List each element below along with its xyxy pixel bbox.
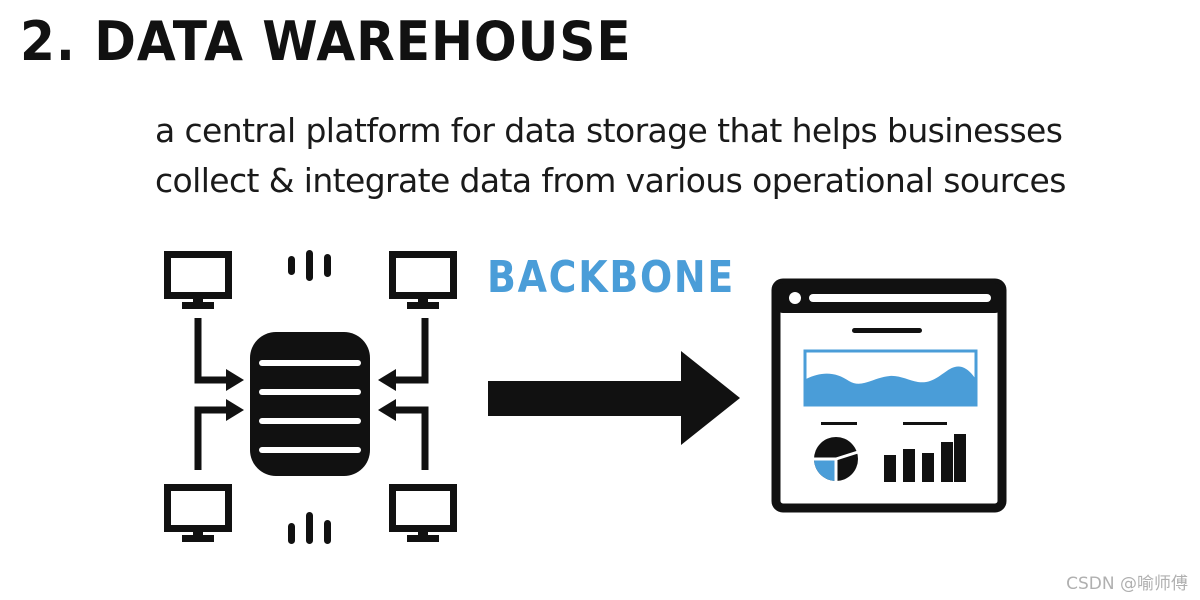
monitor-icon xyxy=(164,484,232,542)
pie-chart-icon xyxy=(814,437,859,481)
decorative-bars-top xyxy=(288,250,331,281)
dashboard-heading-bar xyxy=(852,328,922,333)
watermark: CSDN @喻师傅 xyxy=(1066,574,1188,594)
arrow-right-icon xyxy=(488,351,740,445)
description-line-1: a central platform for data storage that… xyxy=(155,111,1063,150)
connector-arrow-bottom-right xyxy=(378,399,429,470)
connector-arrow-top-left xyxy=(194,318,244,391)
bar-chart-icon xyxy=(884,434,966,482)
page-title: 2. DATA WAREHOUSE xyxy=(20,10,632,73)
dashboard-browser-icon xyxy=(771,278,1007,513)
browser-dot-icon xyxy=(789,292,801,304)
area-chart-icon xyxy=(803,349,978,407)
connector-arrow-top-right xyxy=(378,318,429,391)
description: a central platform for data storage that… xyxy=(155,106,1155,206)
connector-arrow-bottom-left xyxy=(194,399,244,470)
monitor-icon xyxy=(389,484,457,542)
decorative-bars-bottom xyxy=(288,512,331,544)
backbone-label: BACKBONE xyxy=(487,252,735,303)
monitor-icon xyxy=(164,251,232,309)
database-icon xyxy=(250,332,370,476)
monitor-icon xyxy=(389,251,457,309)
description-line-2: collect & integrate data from various op… xyxy=(155,161,1066,200)
